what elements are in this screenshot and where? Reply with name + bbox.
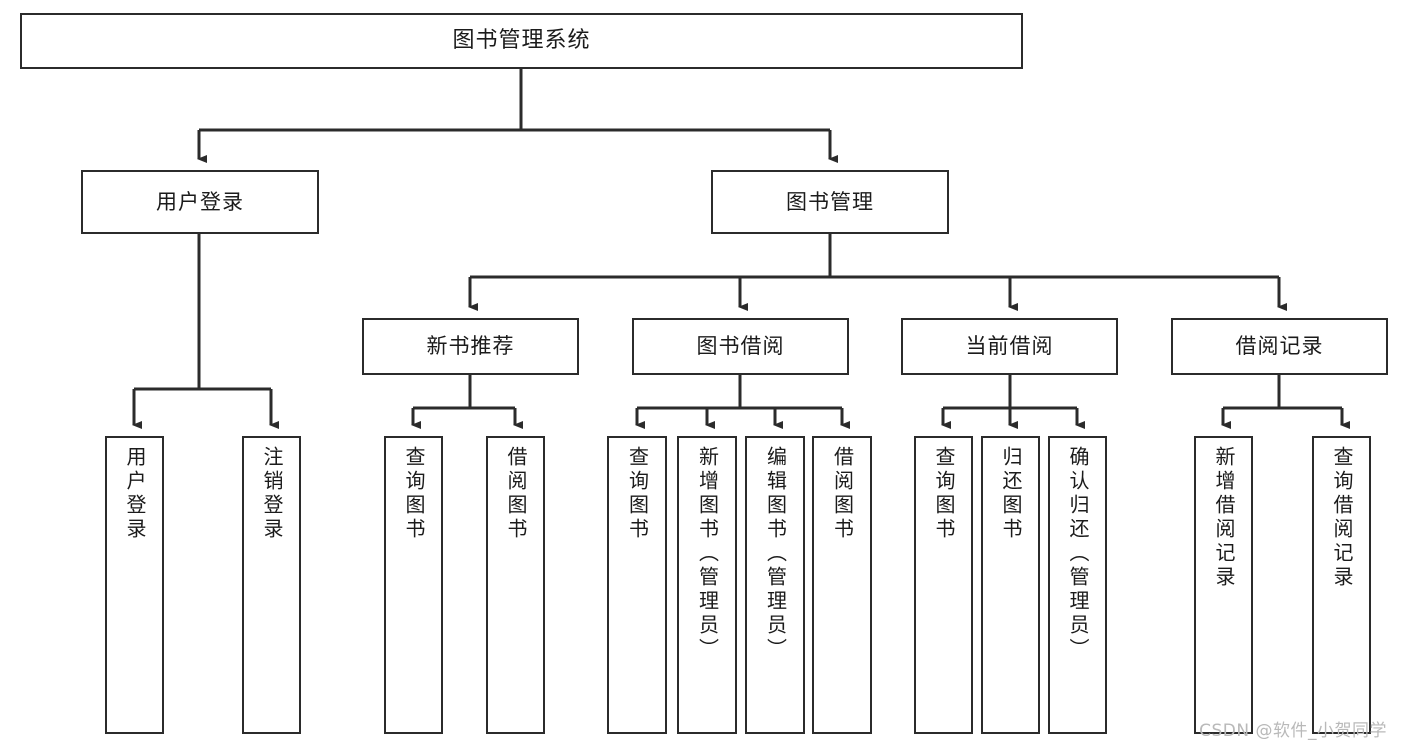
leaf-current-borrow-query-books[interactable]: 查询图书	[914, 436, 973, 734]
node-label: 确认归还（管理员）	[1066, 446, 1090, 662]
leaf-book-borrow-edit-book-admin[interactable]: 编辑图书（管理员）	[745, 436, 805, 734]
node-borrowing-record[interactable]: 借阅记录	[1171, 318, 1388, 375]
leaf-borrow-record-query-record[interactable]: 查询借阅记录	[1312, 436, 1371, 734]
node-label: 查询图书	[402, 446, 426, 542]
csdn-watermark: CSDN @软件_小贺同学	[1199, 721, 1387, 741]
node-label: 编辑图书（管理员）	[763, 446, 788, 662]
leaf-user-login-logout[interactable]: 注销登录	[242, 436, 301, 734]
node-label: 借阅图书	[504, 446, 528, 542]
node-label: 新增借阅记录	[1212, 446, 1236, 590]
node-root-book-management-system[interactable]: 图书管理系统	[20, 13, 1023, 69]
node-label: 图书管理系统	[452, 28, 591, 54]
node-new-book-recommendation[interactable]: 新书推荐	[362, 318, 579, 375]
leaf-book-borrow-add-book-admin[interactable]: 新增图书（管理员）	[677, 436, 737, 734]
node-label: 用户登录	[156, 189, 244, 214]
leaf-user-login-login[interactable]: 用户登录	[105, 436, 164, 734]
node-label: 查询图书	[625, 446, 650, 542]
leaf-borrow-record-add-record[interactable]: 新增借阅记录	[1194, 436, 1253, 734]
node-label: 归还图书	[999, 446, 1023, 542]
node-label: 借阅记录	[1235, 334, 1324, 359]
node-book-borrowing[interactable]: 图书借阅	[632, 318, 849, 375]
node-label: 用户登录	[123, 446, 147, 542]
leaf-current-borrow-return-books[interactable]: 归还图书	[981, 436, 1040, 734]
leaf-book-borrow-query-books[interactable]: 查询图书	[607, 436, 667, 734]
node-label: 图书管理	[786, 189, 874, 214]
leaf-book-borrow-borrow-books[interactable]: 借阅图书	[812, 436, 872, 734]
node-label: 查询图书	[932, 446, 956, 542]
node-label: 借阅图书	[830, 446, 855, 542]
node-label: 图书借阅	[696, 334, 785, 359]
node-label: 查询借阅记录	[1330, 446, 1354, 590]
node-label: 当前借阅	[965, 334, 1054, 359]
node-book-management[interactable]: 图书管理	[711, 170, 949, 234]
leaf-new-book-borrow-books[interactable]: 借阅图书	[486, 436, 545, 734]
leaf-current-borrow-confirm-return-admin[interactable]: 确认归还（管理员）	[1048, 436, 1107, 734]
node-label: 新增图书（管理员）	[695, 446, 720, 662]
node-label: 注销登录	[260, 446, 284, 542]
node-current-borrowing[interactable]: 当前借阅	[901, 318, 1118, 375]
node-user-login[interactable]: 用户登录	[81, 170, 319, 234]
node-label: 新书推荐	[426, 334, 515, 359]
leaf-new-book-query-books[interactable]: 查询图书	[384, 436, 443, 734]
